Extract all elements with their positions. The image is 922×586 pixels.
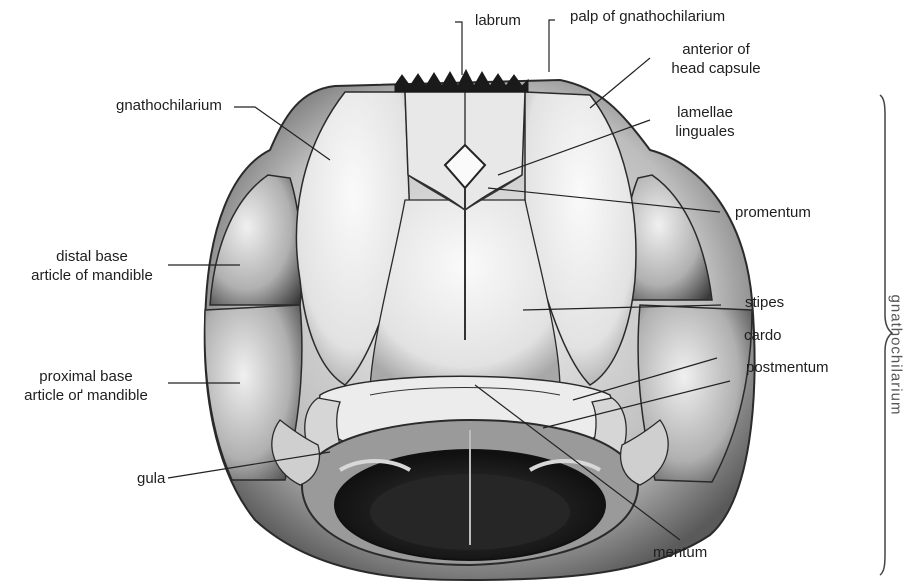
label-gnathochilarium: gnathochilarium (116, 96, 222, 115)
label-lamellae: lamellae linguales (655, 103, 755, 141)
label-bracket-gnathochilarium: gnathochilarium (888, 295, 905, 416)
label-proximal-line2: article oґ mandible (6, 386, 166, 405)
label-promentum: promentum (735, 203, 811, 222)
label-proximal-base: proximal base article oґ mandible (6, 367, 166, 405)
label-cardo: cardo (744, 326, 782, 345)
label-anterior-line1: anterior of (651, 40, 781, 59)
label-mentum: mentum (653, 543, 707, 562)
label-anterior-line2: head capsule (651, 59, 781, 78)
label-labrum: labrum (475, 11, 521, 30)
label-lamellae-line1: lamellae (655, 103, 755, 122)
label-anterior: anterior of head capsule (651, 40, 781, 78)
label-gula: gula (137, 469, 165, 488)
label-distal-base: distal base article of mandible (12, 247, 172, 285)
label-stipes: stipes (745, 293, 784, 312)
distal-base-mandible-left (210, 175, 302, 305)
label-lamellae-line2: linguales (655, 122, 755, 141)
label-postmentum: postmentum (746, 358, 829, 377)
label-distal-line1: distal base (12, 247, 172, 266)
label-palp: palp of gnathochilarium (570, 7, 725, 26)
label-proximal-line1: proximal base (6, 367, 166, 386)
label-distal-line2: article of mandible (12, 266, 172, 285)
